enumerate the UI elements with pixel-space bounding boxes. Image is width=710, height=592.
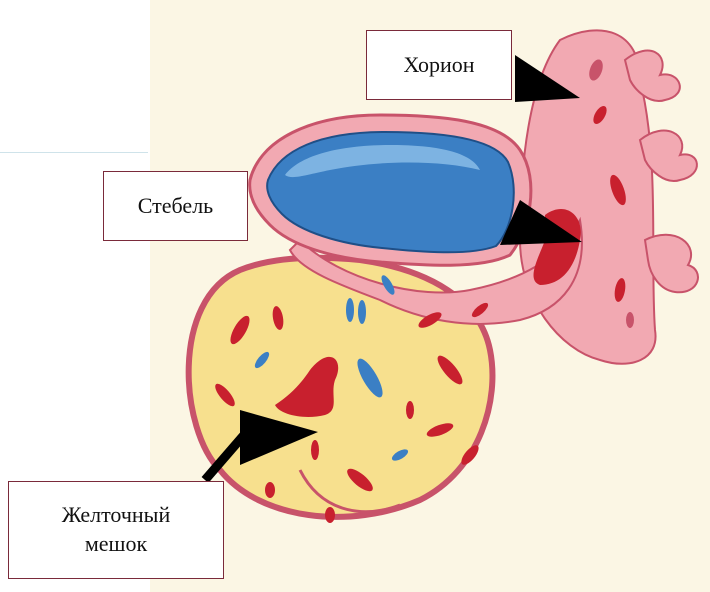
label-yolk-sac-line2: мешок: [85, 530, 147, 559]
label-stalk-text: Стебель: [138, 192, 213, 221]
label-yolk-sac-line1: Желточный: [62, 501, 171, 530]
label-yolk-sac: Желточный мешок: [8, 481, 224, 579]
label-stalk: Стебель: [103, 171, 248, 241]
label-chorion: Хорион: [366, 30, 512, 100]
label-chorion-text: Хорион: [403, 51, 474, 80]
